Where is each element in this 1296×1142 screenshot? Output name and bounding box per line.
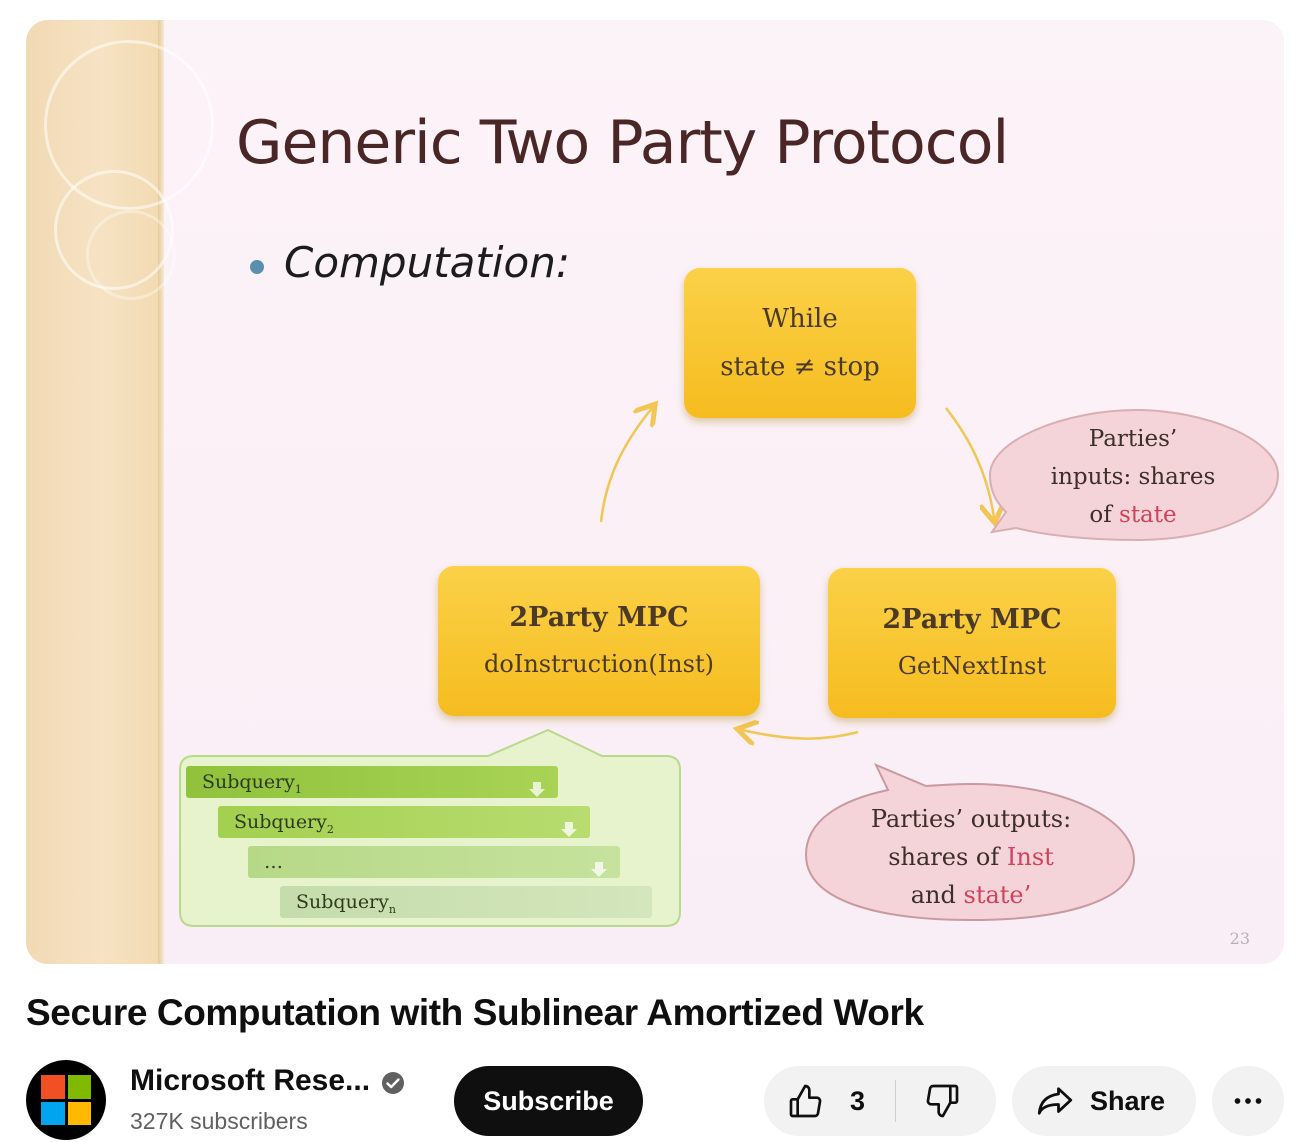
like-button[interactable]: 3 (764, 1066, 895, 1136)
subquery-1-sub: 1 (294, 782, 302, 796)
subquery-1-label: Subquery (202, 771, 295, 793)
while-box-line1: While (762, 304, 838, 334)
channel-avatar[interactable] (26, 1060, 106, 1140)
share-button[interactable]: Share (1012, 1066, 1196, 1136)
mpc-left-line2: doInstruction(Inst) (484, 650, 714, 678)
mpc-doinstruction-box: 2Party MPC doInstruction(Inst) (438, 566, 760, 716)
down-arrow-icon (561, 822, 577, 837)
outputs-bubble-line3-prefix: and (910, 881, 964, 909)
like-dislike-group: 3 (764, 1066, 996, 1136)
dislike-button[interactable] (896, 1066, 962, 1136)
while-box: While state ≠ stop (684, 268, 916, 418)
inputs-bubble-line3-red: state (1119, 502, 1177, 528)
thumbs-up-icon (789, 1084, 822, 1118)
logo-tile-blue (41, 1101, 65, 1125)
logo-tile-red (41, 1075, 65, 1099)
flow-arrow-top-to-right (945, 407, 994, 518)
inputs-bubble-line1: Parties’ (1088, 426, 1178, 452)
logo-tile-yellow (67, 1101, 91, 1125)
outputs-bubble-line3-red: state’ (963, 881, 1032, 909)
outputs-bubble-line2: shares of Inst (836, 838, 1106, 876)
inputs-bubble-shape (988, 408, 1280, 542)
slide-number: 23 (1229, 929, 1250, 948)
inputs-bubble-text: Parties’ inputs: shares of state (1022, 420, 1244, 534)
slide-side-band-edge (158, 20, 164, 964)
subquery-3-label: … (264, 851, 283, 873)
outputs-bubble-shape (804, 763, 1136, 922)
slide-bullet-text: Computation: (284, 238, 571, 287)
outputs-bubble-text: Parties’ outputs: shares of Inst and sta… (836, 800, 1106, 914)
flow-arrow-right-to-left (742, 730, 859, 739)
subquery-bar-3: … (248, 846, 620, 878)
channel-name[interactable]: Microsoft Rese... (130, 1064, 371, 1097)
decorative-ring (86, 210, 176, 300)
subquery-bar-1: Subquery1 (186, 766, 558, 798)
outputs-bubble-line2-red: Inst (1006, 843, 1054, 871)
outputs-bubble-line3: and state’ (836, 876, 1106, 914)
bullet-point (250, 260, 264, 274)
share-label: Share (1090, 1085, 1166, 1116)
mpc-right-line1: 2Party MPC (882, 604, 1062, 635)
slide-title: Generic Two Party Protocol (236, 108, 1009, 178)
down-arrow-icon (591, 862, 607, 877)
microsoft-logo-icon (41, 1075, 91, 1125)
logo-tile-green (67, 1075, 91, 1099)
share-arrow-icon (1037, 1087, 1073, 1115)
inputs-bubble-line2: inputs: shares (1050, 464, 1216, 490)
inputs-bubble-line3-prefix: of (1089, 502, 1120, 528)
mpc-right-line2: GetNextInst (897, 652, 1047, 680)
speech-bubble-shapes (804, 408, 1280, 922)
like-divider (895, 1080, 897, 1122)
subquery-bar-n: Subqueryn (280, 886, 652, 918)
inputs-bubble-line3: of state (1022, 496, 1244, 534)
flow-arrow-left-to-top (599, 408, 652, 523)
like-count: 3 (850, 1085, 866, 1116)
flow-arrows (599, 20, 1284, 964)
more-horizontal-icon (1234, 1098, 1262, 1104)
mpc-getnextinst-box: 2Party MPC GetNextInst (828, 568, 1116, 718)
subquery-n-sub: n (388, 902, 396, 916)
verified-check-icon (382, 1072, 404, 1094)
subquery-callout-shape (179, 728, 681, 927)
while-box-line2: state ≠ stop (720, 352, 880, 382)
video-player[interactable]: Generic Two Party Protocol Computation: … (26, 20, 1284, 964)
outputs-bubble-line1: Parties’ outputs: (870, 805, 1072, 833)
video-title: Secure Computation with Sublinear Amorti… (26, 992, 924, 1033)
down-arrow-icon (529, 782, 545, 797)
subquery-bar-2: Subquery2 (218, 806, 590, 838)
subscribe-button[interactable]: Subscribe (454, 1066, 643, 1136)
subscriber-count: 327K subscribers (130, 1108, 308, 1134)
mpc-left-line1: 2Party MPC (509, 602, 689, 633)
subquery-2-sub: 2 (326, 822, 334, 836)
outputs-bubble-line2-prefix: shares of (888, 843, 1007, 871)
more-actions-button[interactable] (1212, 1066, 1284, 1136)
subquery-2-label: Subquery (234, 811, 327, 833)
thumbs-down-icon (926, 1084, 959, 1118)
subquery-n-label: Subquery (296, 891, 389, 913)
